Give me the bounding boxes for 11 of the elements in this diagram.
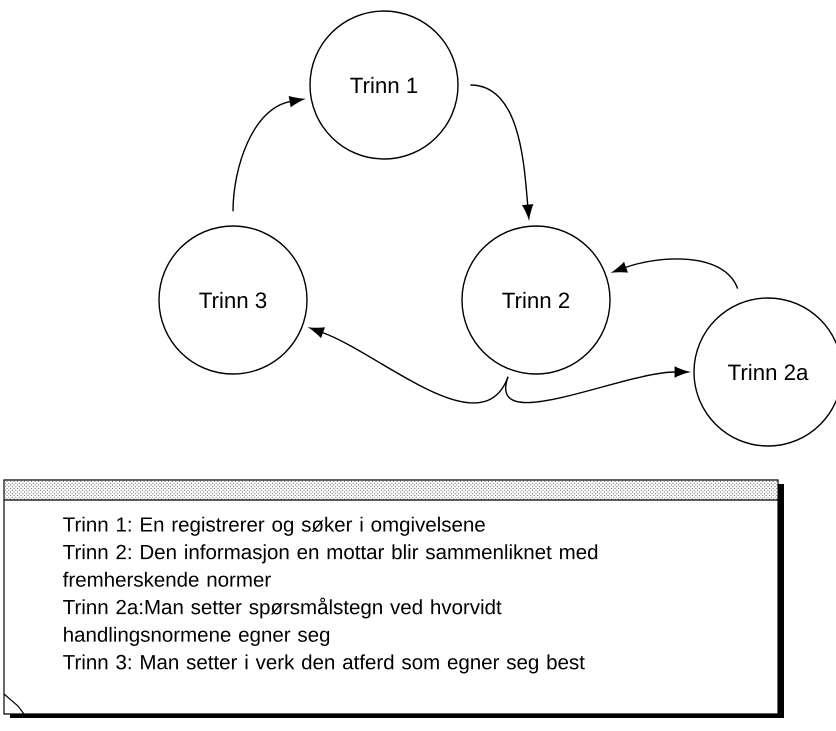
- arrow: [505, 366, 689, 404]
- note-line: Trinn 3: Man setter i verk den atferd som egner seg best: [63, 654, 585, 674]
- note-box: [3, 479, 784, 718]
- arrow: [232, 96, 304, 212]
- note-line: Trinn 2: Den informasjon en mottar blir sammenliknet med fremherskende normer: [63, 544, 598, 587]
- arrow: [310, 327, 509, 404]
- note-box: [4, 499, 778, 674]
- arrow: [612, 258, 738, 289]
- note-line: Trinn 2a:Man setter spørsmålstegn ved hvorvidt handlingsnormene egner seg: [63, 598, 502, 646]
- note-line: Trinn 1: En registrerer og søker i omgivelsene: [63, 516, 485, 536]
- arrow: [470, 84, 534, 219]
